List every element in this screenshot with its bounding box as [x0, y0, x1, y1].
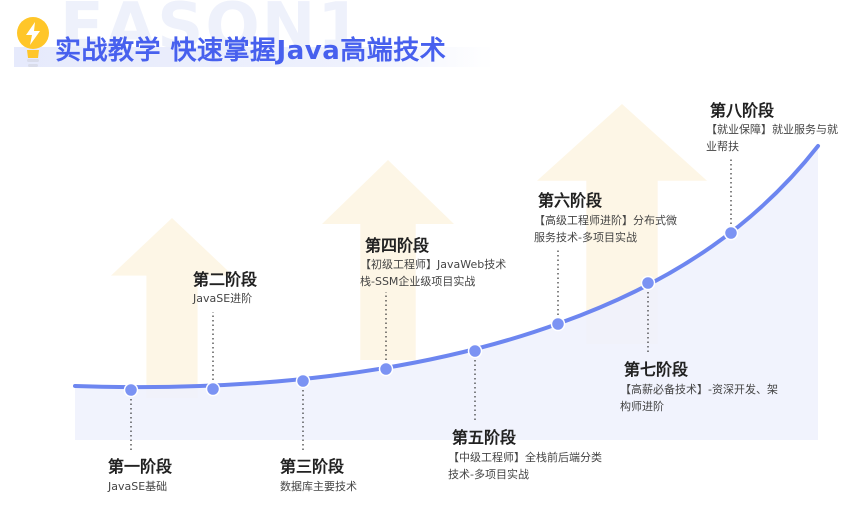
stage-8-marker — [723, 225, 739, 241]
stage-5-marker — [467, 343, 483, 359]
stage-5-label: 第五阶段 — [452, 428, 517, 447]
stage-2-marker — [205, 381, 221, 397]
stage-5-desc: 【中级工程师】全栈前后端分类技术-多项目实战 — [448, 451, 602, 481]
background-arrow-2 — [322, 160, 454, 360]
background-arrow-3 — [537, 104, 707, 344]
stage-1-desc: JavaSE基础 — [108, 480, 168, 493]
stage-6-marker — [550, 316, 566, 332]
stage-2-desc: JavaSE进阶 — [193, 292, 253, 305]
stage-7-marker — [640, 275, 656, 291]
stage-3-label: 第三阶段 — [280, 457, 345, 476]
stage-4-label: 第四阶段 — [365, 236, 430, 255]
stage-3-marker — [295, 373, 311, 389]
stage-6-desc: 【高级工程师进阶】分布式微服务技术-多项目实战 — [534, 214, 677, 244]
stage-connectors — [130, 157, 732, 452]
stage-4-marker — [378, 361, 394, 377]
stage-2-label: 第二阶段 — [193, 270, 258, 289]
lightbulb-lightning-icon — [17, 17, 49, 67]
title-highlight-band — [14, 47, 494, 67]
page-title: 实战教学 快速掌握Java高端技术 — [55, 36, 447, 66]
growth-area-fill — [75, 146, 818, 440]
stage-4-desc: 【初级工程师】JavaWeb技术栈-SSM企业级项目实战 — [360, 258, 507, 288]
background-arrow-1 — [111, 218, 233, 398]
stage-1-marker — [123, 382, 139, 398]
growth-curve — [73, 144, 820, 390]
background-arrows — [111, 104, 707, 398]
stage-3-desc: 数据库主要技术 — [280, 480, 357, 493]
stage-markers — [123, 225, 739, 398]
stage-7-label: 第七阶段 — [624, 360, 689, 379]
stage-6-label: 第六阶段 — [538, 191, 603, 210]
stage-8-desc: 【就业保障】就业服务与就业帮扶 — [706, 123, 838, 153]
stage-7-desc: 【高薪必备技术】-资深开发、架构师进阶 — [620, 383, 778, 413]
header: EASON1 实战教学 快速掌握Java高端技术 — [0, 0, 844, 80]
stage-8-label: 第八阶段 — [710, 101, 775, 120]
stage-1-label: 第一阶段 — [108, 457, 173, 476]
